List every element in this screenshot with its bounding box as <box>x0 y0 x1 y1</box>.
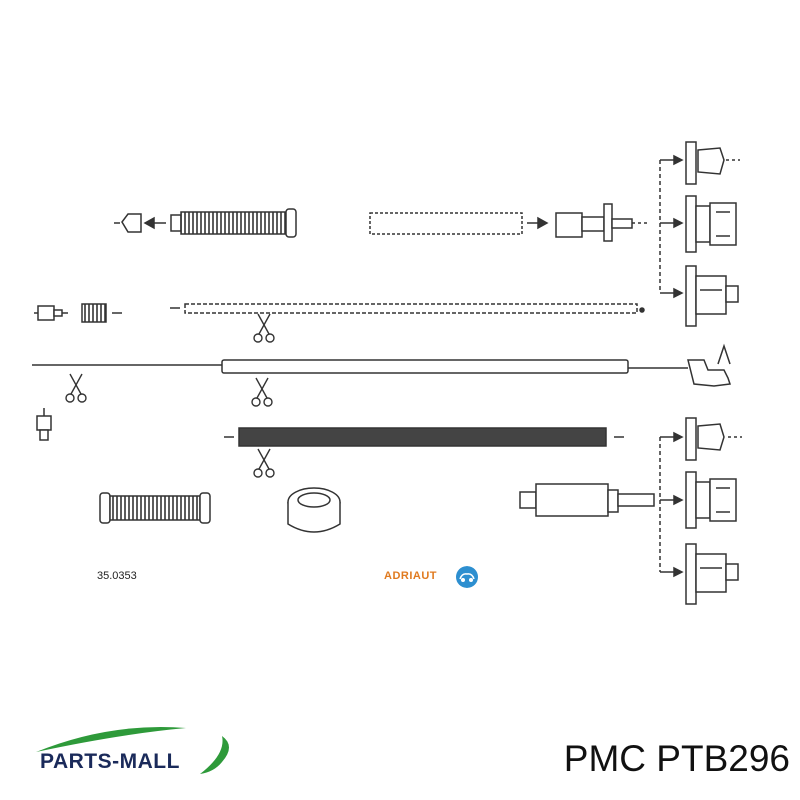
diagram-part-number: 35.0353 <box>97 570 137 582</box>
inner-cable <box>32 364 688 369</box>
ribbed-boot-bottom <box>99 492 211 524</box>
supplier-logo: ADRIAUT <box>384 570 437 582</box>
cable-hook-end <box>687 343 732 387</box>
outer-sleeve-long <box>170 303 645 314</box>
supplier-badge-icon <box>456 566 478 588</box>
coil-spring <box>81 303 122 323</box>
threaded-adjuster-bottom <box>519 483 655 517</box>
product-code: PMC PTB296 <box>563 738 790 779</box>
dark-conduit <box>224 427 624 447</box>
end-fitting-b-top <box>685 195 737 253</box>
scissors-icon-3 <box>251 377 273 407</box>
end-fitting-c-top <box>685 265 739 327</box>
arrow-right-top <box>527 216 549 230</box>
selector-bracket-bottom <box>659 431 684 578</box>
scissors-icon-1 <box>253 313 275 343</box>
cable-end-nipple-top <box>114 213 142 233</box>
scissors-icon-4 <box>253 448 275 478</box>
end-fitting-a-top <box>685 141 740 185</box>
arrow-left-top <box>143 216 166 230</box>
cable-housing-main <box>221 359 629 374</box>
brand-logo: PARTS-MALL <box>40 750 180 773</box>
scissors-icon-2 <box>65 373 87 403</box>
brand-swoosh-icon <box>36 727 229 774</box>
end-fitting-a-bottom <box>685 417 742 461</box>
selector-bracket-top <box>659 154 684 299</box>
small-connector <box>36 408 52 441</box>
threaded-adjuster-top <box>555 203 648 242</box>
outer-sleeve-top <box>369 212 523 235</box>
cable-clip <box>34 305 68 321</box>
end-fitting-b-bottom <box>685 471 737 529</box>
ribbed-boot-top <box>170 208 297 238</box>
end-fitting-c-bottom <box>685 543 739 605</box>
grommet <box>287 487 341 533</box>
